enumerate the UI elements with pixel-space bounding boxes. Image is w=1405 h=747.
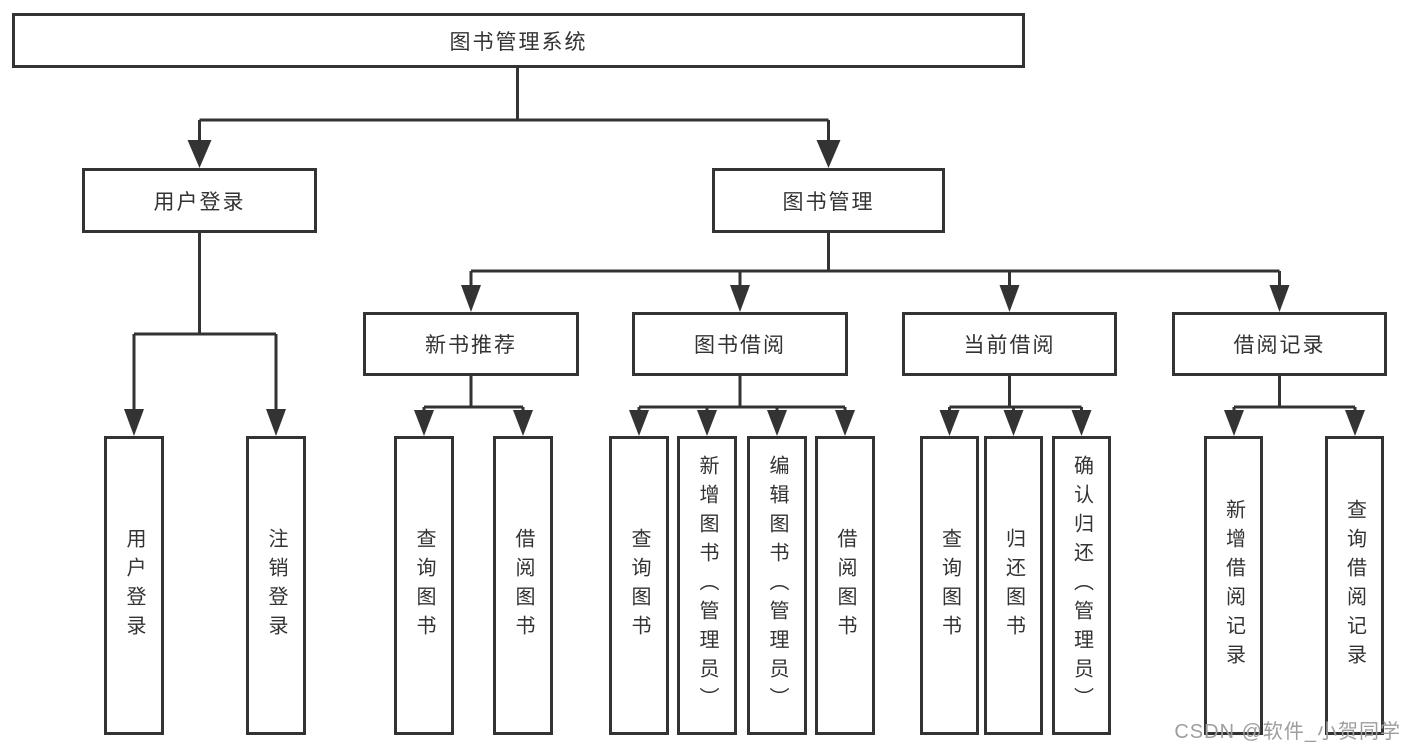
node-leaf-borrow-book-2: 借阅图书	[815, 436, 875, 735]
node-library-system: 图书管理系统	[12, 13, 1025, 68]
node-book-management: 图书管理	[712, 168, 945, 233]
node-label: 新增图书（管理员）	[696, 455, 718, 716]
node-label: 新增借阅记录	[1222, 498, 1245, 673]
node-label: 新书推荐	[425, 334, 517, 357]
node-label: 用户登录	[153, 190, 246, 214]
node-book-borrow: 图书借阅	[632, 312, 848, 376]
node-leaf-edit-book-admin: 编辑图书（管理员）	[747, 436, 807, 735]
node-leaf-borrow-book-1: 借阅图书	[493, 436, 553, 735]
node-label: 编辑图书（管理员）	[766, 455, 788, 716]
node-leaf-user-login: 用户登录	[104, 436, 164, 735]
node-label: 查询图书	[628, 527, 650, 644]
node-leaf-logout: 注销登录	[246, 436, 306, 735]
watermark-text: CSDN @软件_小贺同学	[1174, 721, 1401, 743]
node-label: 借阅记录	[1233, 334, 1326, 357]
node-leaf-query-book-3: 查询图书	[920, 436, 979, 735]
node-label: 查询图书	[413, 527, 435, 644]
node-label: 借阅图书	[834, 527, 856, 644]
node-label: 图书管理	[782, 190, 875, 214]
node-label: 注销登录	[265, 527, 287, 644]
node-leaf-query-borrow-record: 查询借阅记录	[1325, 436, 1384, 735]
node-current-borrow: 当前借阅	[902, 312, 1117, 376]
node-label: 借阅图书	[512, 527, 534, 644]
node-label: 查询图书	[938, 527, 961, 644]
node-label: 图书借阅	[694, 334, 786, 357]
node-borrow-records: 借阅记录	[1172, 312, 1387, 376]
node-leaf-add-borrow-record: 新增借阅记录	[1204, 436, 1263, 735]
node-leaf-return-book: 归还图书	[984, 436, 1043, 735]
node-leaf-query-book-2: 查询图书	[609, 436, 669, 735]
node-leaf-add-book-admin: 新增图书（管理员）	[677, 436, 737, 735]
node-user-login-branch: 用户登录	[82, 168, 317, 233]
node-label: 当前借阅	[963, 334, 1056, 357]
node-label: 查询借阅记录	[1343, 498, 1366, 673]
node-label: 图书管理系统	[449, 30, 588, 54]
node-new-book-recommend: 新书推荐	[363, 312, 579, 376]
node-leaf-query-book-1: 查询图书	[394, 436, 454, 735]
node-label: 归还图书	[1002, 527, 1025, 644]
node-label: 确认归还（管理员）	[1070, 455, 1093, 716]
node-leaf-confirm-return-admin: 确认归还（管理员）	[1052, 436, 1111, 735]
node-label: 用户登录	[123, 527, 145, 644]
